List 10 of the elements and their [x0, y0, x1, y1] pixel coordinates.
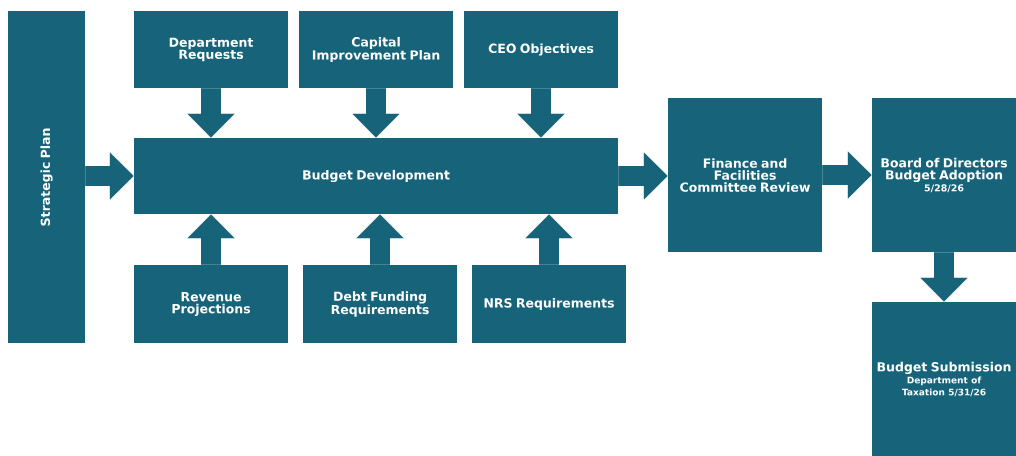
input-box: Revenue Projections	[134, 265, 288, 343]
side-bar: Strategic Plan	[8, 11, 85, 343]
input-box: NRS Requirements	[472, 265, 626, 343]
input-box: CEO Objectives	[464, 11, 618, 88]
input-box: Capital Improvement Plan	[299, 11, 453, 88]
process-box: Board of Directors Budget Adoption 5/28/26	[872, 98, 1016, 252]
input-box: Department Requests	[134, 11, 288, 88]
input-box: Debt Funding Requirements	[303, 265, 457, 343]
process-box: Budget Submission Department of Taxation 5/31/26	[872, 302, 1016, 456]
process-box: Finance and Facilities Committee Review	[668, 98, 822, 252]
